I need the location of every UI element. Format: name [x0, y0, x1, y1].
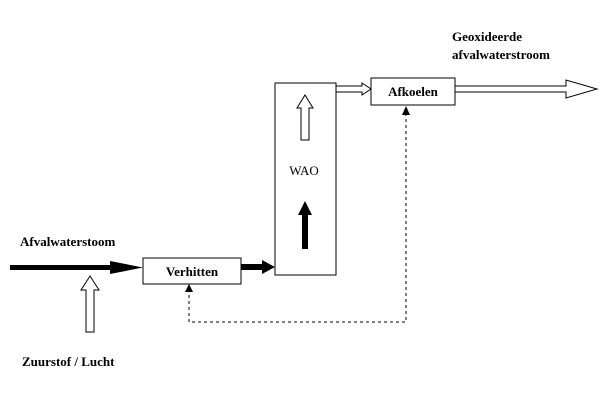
output-stream-arrow	[454, 79, 599, 99]
heat-recovery-dashed-loop	[185, 106, 410, 323]
input-stream-label: Afvalwaterstoom	[20, 234, 115, 249]
oxygen-inlet-arrow	[80, 275, 100, 333]
reactor-label: WAO	[289, 163, 319, 178]
cooler-box: Afkoelen	[370, 77, 456, 106]
cooler-label: Afkoelen	[388, 84, 439, 99]
heater-box: Verhitten	[142, 257, 242, 285]
reactor-solid-up-arrow	[298, 201, 312, 249]
output-label-line2: afvalwaterstroom	[452, 47, 550, 62]
reactor-column: WAO	[274, 82, 337, 276]
output-label-line1: Geoxideerde	[452, 29, 522, 44]
heater-label: Verhitten	[166, 264, 219, 279]
heater-to-reactor-arrow	[241, 260, 275, 274]
reactor-hollow-up-arrow	[296, 94, 314, 141]
oxygen-label: Zuurstof / Lucht	[22, 354, 115, 369]
reactor-to-cooler-arrow	[335, 82, 372, 96]
input-stream-arrow	[10, 261, 143, 274]
